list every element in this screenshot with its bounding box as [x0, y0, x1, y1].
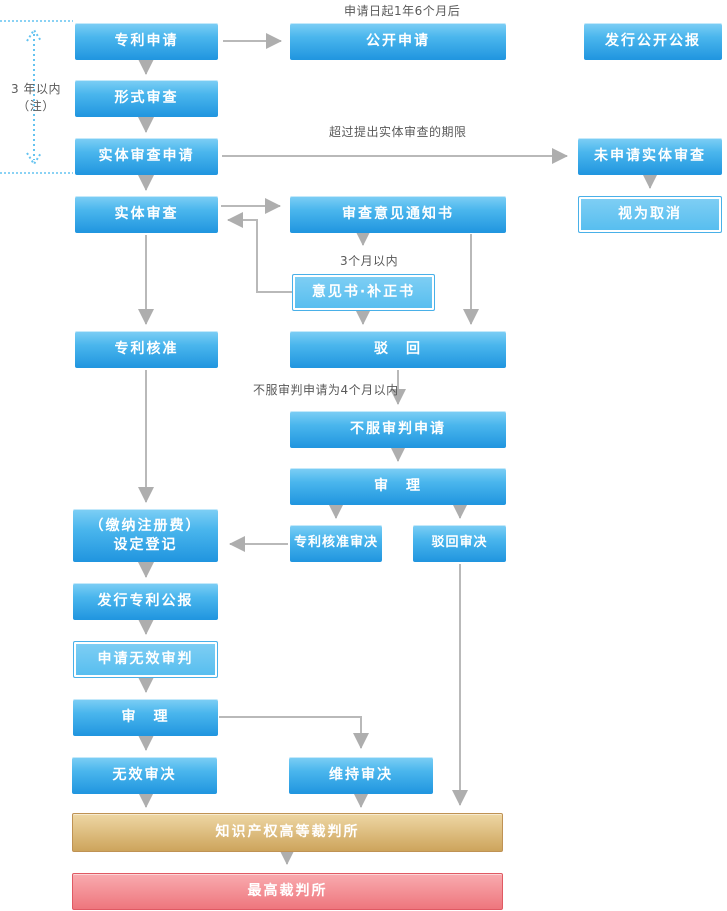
publication-timing-note: 申请日起1年6个月后: [344, 4, 461, 18]
node-rejection: 驳 回: [290, 331, 506, 368]
node-opinion-correction: 意见书·补正书: [292, 274, 435, 311]
node-invalidation-request: 申请无效审判: [73, 641, 218, 678]
three-year-note: 3 年以内 （注）: [11, 82, 61, 113]
three-month-note: 3个月以内: [340, 254, 399, 268]
node-substantive-examination-request: 实体审查申请: [75, 138, 218, 175]
node-examination-opinion-notice: 审查意见通知书: [290, 196, 506, 233]
node-trial-1: 审 理: [290, 468, 506, 505]
node-appeal-request: 不服审判申请: [290, 411, 506, 448]
node-patent-gazette: 发行专利公报: [73, 583, 218, 620]
node-invalidation-decision: 无效审决: [72, 757, 217, 794]
node-approval-decision: 专利核准审决: [290, 525, 382, 562]
node-no-substantive-examination: 未申请实体审查: [578, 138, 722, 175]
node-trial-2: 审 理: [73, 699, 218, 736]
node-registration: （缴纳注册费） 设定登记: [73, 509, 218, 562]
three-year-span-guides: [0, 20, 73, 174]
node-ip-high-court: 知识产权高等裁判所: [72, 813, 503, 852]
node-publication-application: 公开申请: [290, 23, 506, 60]
node-rejection-decision: 驳回审决: [413, 525, 506, 562]
node-maintenance-decision: 维持审决: [289, 757, 433, 794]
four-month-note: 不服审判申请为4个月以内: [253, 383, 399, 397]
node-publication-gazette: 发行公开公报: [584, 23, 722, 60]
node-patent-approval: 专利核准: [75, 331, 218, 368]
node-patent-application: 专利申请: [75, 23, 218, 60]
node-deemed-withdrawn: 视为取消: [578, 196, 722, 233]
node-formal-examination: 形式审查: [75, 80, 218, 117]
exam-deadline-note: 超过提出实体审查的期限: [329, 125, 467, 139]
node-supreme-court: 最高裁判所: [72, 873, 503, 910]
node-substantive-examination: 实体审查: [75, 196, 218, 233]
